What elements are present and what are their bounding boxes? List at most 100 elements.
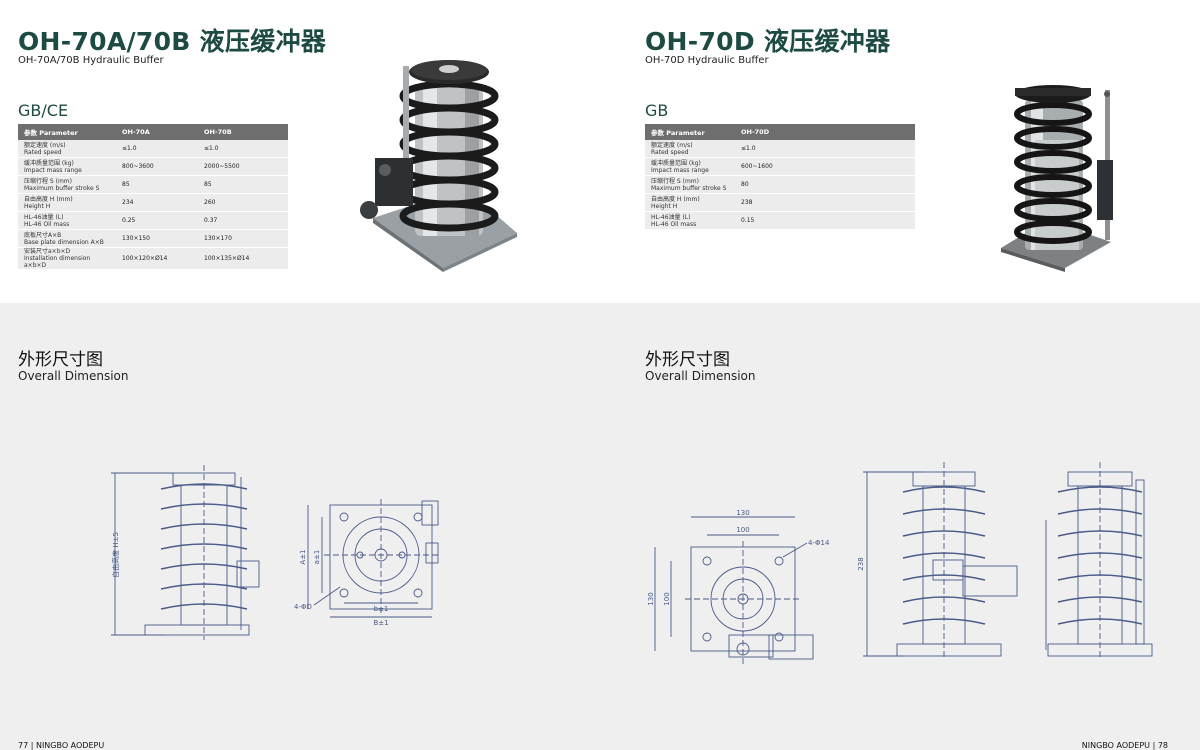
param-en: Impact mass range	[651, 166, 709, 174]
value-cell: 600~1600	[735, 157, 915, 176]
left-subtitle: OH-70A/70B Hydraulic Buffer	[18, 55, 164, 66]
left-cert: GB/CE	[18, 101, 69, 120]
param-en: Maximum buffer stroke S	[651, 184, 727, 192]
param-cn: 底板尺寸A×B	[24, 231, 62, 239]
left-dimension-subtitle: Overall Dimension	[18, 369, 129, 383]
param-en: Base plate dimension A×B	[24, 238, 104, 246]
param-cn: 压缩行程 S (mm)	[24, 177, 72, 185]
param-cell: 自由高度 H (mm)Height H	[18, 193, 116, 212]
param-en: Maximum buffer stroke S	[24, 184, 100, 192]
param-cn: 额定速度 (m/s)	[651, 141, 693, 149]
param-en: Height H	[651, 202, 678, 210]
param-cn: 额定速度 (m/s)	[24, 141, 66, 149]
param-cell: 自由高度 H (mm)Height H	[645, 193, 735, 212]
label-height: 自由高度 H±5	[111, 532, 120, 578]
right-title: OH-70D 液压缓冲器	[645, 27, 891, 56]
bottom-section	[0, 303, 1200, 750]
param-cell: 压缩行程 S (mm)Maximum buffer stroke S	[18, 175, 116, 194]
label-holes: 4-ΦD	[294, 603, 312, 611]
value-cell: ≤1.0	[116, 140, 198, 158]
param-en: HL-46 Oil mass	[651, 220, 697, 228]
left-side-view-drawing: 自由高度 H±5	[111, 465, 260, 640]
label-b1: B±1	[373, 619, 388, 627]
label-height-238: 238	[857, 557, 865, 570]
value-cell: ≤1.0	[735, 140, 915, 158]
table-header: OH-70B	[198, 124, 288, 140]
value-cell: 0.37	[198, 211, 288, 230]
value-cell: 100×120×Ø14	[116, 247, 198, 270]
param-cn: 自由高度 H (mm)	[651, 195, 700, 203]
param-cell: 压缩行程 S (mm)Maximum buffer stroke S	[645, 175, 735, 194]
label-h100: 100	[663, 592, 671, 605]
param-cell: HL-46油量 (L)HL-46 Oil mass	[18, 211, 116, 230]
param-cell: 缓冲质量范围 (kg)Impact mass range	[645, 157, 735, 176]
value-cell: 800~3600	[116, 157, 198, 176]
label-a-small: a±1	[313, 550, 321, 565]
value-cell: 234	[116, 193, 198, 212]
label-w130: 130	[736, 509, 749, 517]
table-header: 参数 Parameter	[645, 124, 735, 140]
right-product-photo	[1001, 85, 1113, 272]
param-cell: 缓冲质量范围 (kg)Impact mass range	[18, 157, 116, 176]
label-holes-14: 4-Φ14	[808, 539, 830, 547]
left-top-view-drawing: A±1 a±1 b±1 B±1 4-ΦD	[294, 499, 439, 627]
value-cell: ≤1.0	[198, 140, 288, 158]
right-dimension-title: 外形尺寸图	[645, 350, 730, 370]
param-en: HL-46 Oil mass	[24, 220, 70, 228]
footer-left: 77 | NINGBO AODEPU	[18, 741, 105, 750]
param-cn: 自由高度 H (mm)	[24, 195, 73, 203]
label-h130: 130	[647, 592, 655, 605]
value-cell: 85	[198, 175, 288, 194]
label-a1: A±1	[299, 549, 307, 564]
right-front-view-drawing: 238	[857, 462, 1018, 658]
left-product-photo	[360, 60, 517, 272]
right-dimension-subtitle: Overall Dimension	[645, 369, 756, 383]
value-cell: 130×170	[198, 229, 288, 248]
param-en: Rated speed	[24, 148, 62, 156]
param-cn: 缓冲质量范围 (kg)	[24, 159, 74, 167]
footer-right: NINGBO AODEPU | 78	[1081, 741, 1168, 750]
left-title: OH-70A/70B 液压缓冲器	[18, 27, 327, 56]
value-cell: 130×150	[116, 229, 198, 248]
param-en: Rated speed	[651, 148, 689, 156]
table-header: OH-70D	[735, 124, 915, 140]
param-cell: HL-46油量 (L)HL-46 Oil mass	[645, 211, 735, 230]
value-cell: 0.25	[116, 211, 198, 230]
right-subtitle: OH-70D Hydraulic Buffer	[645, 55, 769, 66]
param-cell: 额定速度 (m/s)Rated speed	[645, 140, 735, 158]
right-top-view-drawing: 130 100 130 100 4-Φ14	[647, 509, 830, 665]
param-cn: 缓冲质量范围 (kg)	[651, 159, 701, 167]
param-en: Height H	[24, 202, 51, 210]
table-header-row: 参数 Parameter OH-70D	[645, 124, 915, 140]
value-cell: 80	[735, 175, 915, 194]
param-en: Impact mass range	[24, 166, 82, 174]
table-header: OH-70A	[116, 124, 198, 140]
param-cn: HL-46油量 (L)	[651, 213, 691, 221]
value-cell: 85	[116, 175, 198, 194]
param-cn: 压缩行程 S (mm)	[651, 177, 699, 185]
left-dimension-title: 外形尺寸图	[18, 350, 103, 370]
table-row: 额定速度 (m/s)Rated speed ≤1.0≤1.0	[18, 140, 288, 158]
param-en: Installation dimension a×b×D	[24, 255, 91, 269]
value-cell: 260	[198, 193, 288, 212]
value-cell: 238	[735, 193, 915, 212]
label-b-small: b±1	[374, 605, 389, 613]
right-spec-table: 参数 Parameter OH-70D 额定速度 (m/s)Rated spee…	[645, 124, 915, 230]
label-w100: 100	[736, 526, 749, 534]
table-row: 额定速度 (m/s)Rated speed≤1.0	[645, 140, 915, 158]
right-side-view-drawing	[1045, 462, 1153, 658]
value-cell: 100×135×Ø14	[198, 247, 288, 270]
param-cn: 安装尺寸a×b×D	[24, 248, 71, 255]
